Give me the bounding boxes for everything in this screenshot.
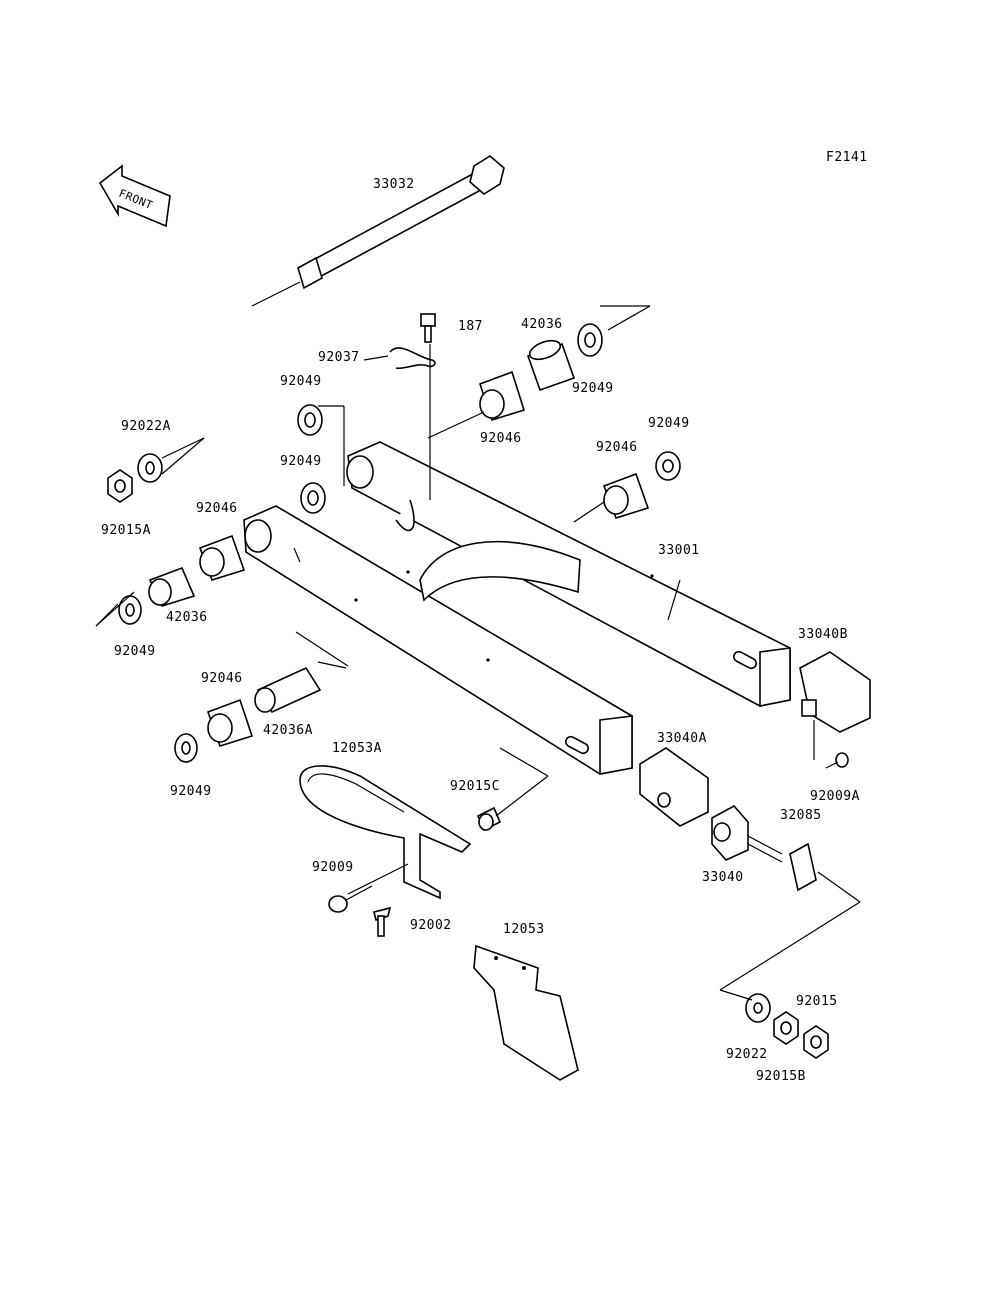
bolt-92009: [328, 885, 373, 913]
seal-92049-a: [297, 404, 323, 436]
sleeve-42036a: [254, 666, 322, 714]
sleeve-42036-left: [148, 566, 196, 607]
callout-92049-lower: 92049: [170, 784, 212, 799]
nut-92015a: [107, 469, 133, 503]
block-32085: [789, 842, 817, 892]
nut-92015: [803, 1025, 829, 1059]
callout-92046-upper: 92046: [480, 431, 522, 446]
washer-92022a: [137, 453, 163, 483]
bearing-92046-upper: [478, 370, 526, 421]
callout-92015c: 92015C: [450, 779, 500, 794]
callout-92037: 92037: [318, 350, 360, 365]
callout-33040b: 33040B: [798, 627, 848, 642]
callout-92015b: 92015B: [756, 1069, 806, 1084]
callout-92002: 92002: [410, 918, 452, 933]
clip-92037: [389, 347, 436, 370]
bolt-92009a: [825, 752, 849, 769]
callout-92046-right: 92046: [596, 440, 638, 455]
seal-92049-upper-right: [577, 323, 603, 357]
diagram-code: F2141: [826, 150, 868, 165]
bolt-187: [420, 313, 436, 343]
callout-92046-left: 92046: [196, 501, 238, 516]
callout-92046-lower: 92046: [201, 671, 243, 686]
callout-92015: 92015: [796, 994, 838, 1009]
nut-92015b: [773, 1011, 799, 1045]
callout-12053: 12053: [503, 922, 545, 937]
callout-92015a: 92015A: [101, 523, 151, 538]
callout-92022: 92022: [726, 1047, 768, 1062]
front-arrow-icon: FRONT: [98, 164, 171, 228]
chain-slipper-12053a: [299, 765, 472, 900]
bearing-92046-left: [198, 534, 246, 581]
callout-92049-upper-right: 92049: [572, 381, 614, 396]
callout-92009: 92009: [312, 860, 354, 875]
bearing-92046-lower: [206, 698, 254, 747]
callout-labels: 33032 187 92037 42036 92049 92049 92046 …: [101, 177, 860, 1084]
callout-187: 187: [458, 319, 483, 334]
seal-92049-left: [118, 595, 142, 625]
callout-42036a: 42036A: [263, 723, 313, 738]
adjuster-33040: [711, 804, 783, 863]
callout-32085: 32085: [780, 808, 822, 823]
collar-92015c: [476, 806, 502, 832]
callout-92049-b: 92049: [280, 454, 322, 469]
callout-33040a: 33040A: [657, 731, 707, 746]
washer-92022: [745, 993, 771, 1023]
chain-guard-12053: [473, 944, 579, 1081]
callout-92049-a: 92049: [280, 374, 322, 389]
adjuster-33040a: [639, 747, 709, 827]
callout-33001: 33001: [658, 543, 700, 558]
bearing-92046-right: [602, 472, 650, 519]
callout-42036-left: 42036: [166, 610, 208, 625]
screw-92002: [373, 906, 392, 937]
callout-12053a: 12053A: [332, 741, 382, 756]
callout-92049-left: 92049: [114, 644, 156, 659]
callout-42036-upper: 42036: [521, 317, 563, 332]
swingarm: [243, 441, 791, 775]
callout-33040: 33040: [702, 870, 744, 885]
callout-33032: 33032: [373, 177, 415, 192]
sleeve-42036-upper: [526, 339, 576, 392]
seal-92049-right: [655, 451, 681, 481]
adjuster-33040b: [799, 651, 871, 733]
callout-92009a: 92009A: [810, 789, 860, 804]
seal-92049-b: [300, 482, 326, 514]
leader-lines: [95, 305, 861, 1001]
callout-92022a: 92022A: [121, 419, 171, 434]
callout-92049-right: 92049: [648, 416, 690, 431]
pivot-shaft: [251, 155, 505, 307]
seal-92049-lower: [174, 733, 198, 763]
